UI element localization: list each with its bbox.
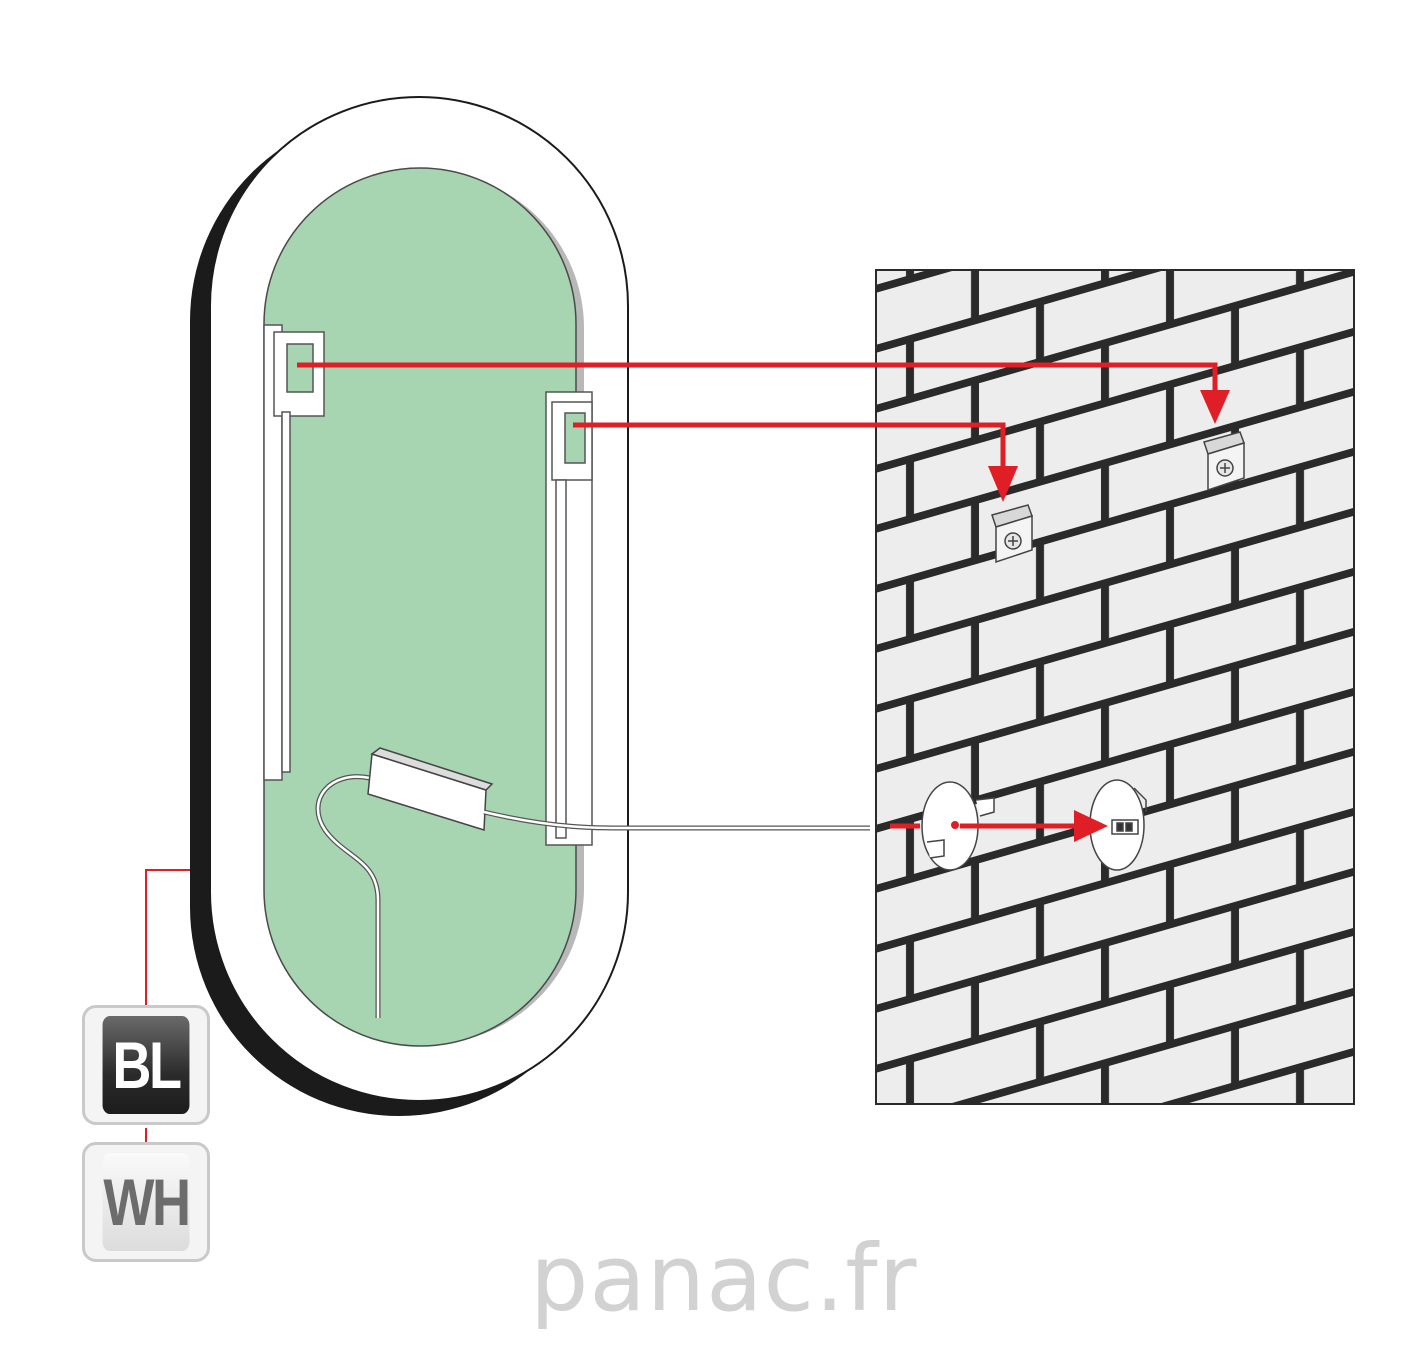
led-driver-box <box>367 747 494 832</box>
color-badge-black: BL <box>82 1005 210 1125</box>
color-badge-white-label: WH <box>102 1153 191 1251</box>
power-cable-inner <box>483 810 870 830</box>
wall-cable-outlet <box>921 781 995 871</box>
arrow-head-junction-box <box>1074 810 1108 842</box>
mounting-arrows <box>297 362 1218 829</box>
left-hanging-bracket <box>263 324 325 781</box>
driver-cable-inner <box>316 775 380 1018</box>
arrow-heads <box>988 390 1230 842</box>
arrow-top-bracket-to-right-hook <box>297 362 1218 392</box>
brick-wall <box>875 269 1355 1105</box>
arrow-head-right-hook <box>1200 390 1230 424</box>
mirror-back-glass <box>263 167 577 1047</box>
watermark-logo: panac.fr <box>530 1225 918 1332</box>
arrow-head-left-hook <box>988 466 1018 502</box>
arrow-right-bracket-to-left-hook <box>573 422 1006 470</box>
color-badge-white: WH <box>82 1142 210 1262</box>
wall-hook-left <box>991 504 1033 564</box>
badge-leader-line <box>145 869 200 1144</box>
wall-hook-right <box>1203 431 1245 492</box>
right-hanging-bracket <box>545 391 593 846</box>
mirror <box>190 96 870 1116</box>
color-badge-black-label: BL <box>102 1016 190 1114</box>
